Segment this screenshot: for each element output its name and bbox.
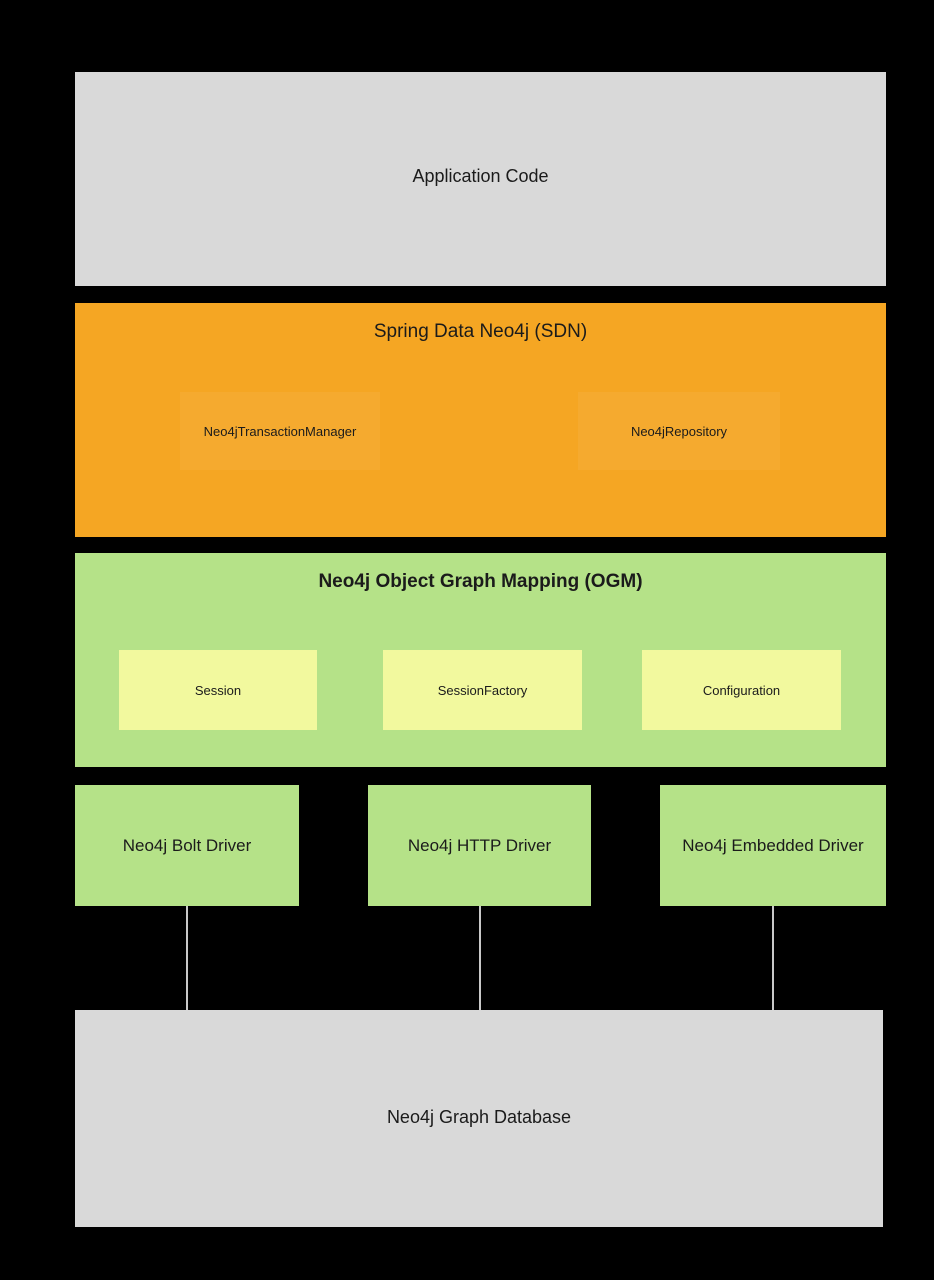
connector-line-http-to-database <box>479 906 481 1011</box>
driver-neo4j-http: Neo4j HTTP Driver <box>368 785 591 906</box>
driver-neo4j-bolt: Neo4j Bolt Driver <box>75 785 299 906</box>
layer-application-code: Application Code <box>75 72 886 286</box>
connector-line-bolt-to-database <box>186 906 188 1011</box>
spring-data-neo4j-label: Spring Data Neo4j (SDN) <box>373 321 588 342</box>
ogm-component-configuration: Configuration <box>642 650 841 730</box>
layer-neo4j-graph-database: Neo4j Graph Database <box>75 1010 883 1227</box>
layer-neo4j-ogm: Neo4j Object Graph Mapping (OGM) Session… <box>75 553 886 767</box>
layer-spring-data-neo4j: Spring Data Neo4j (SDN) Neo4jTransaction… <box>75 303 886 537</box>
ogm-component-session: Session <box>119 650 317 730</box>
sdn-component-neo4j-repository: Neo4jRepository <box>578 392 780 470</box>
neo4j-ogm-label: Neo4j Object Graph Mapping (OGM) <box>318 571 643 592</box>
sdn-component-neo4j-transaction-manager: Neo4jTransactionManager <box>180 392 380 470</box>
neo4j-graph-database-label: Neo4j Graph Database <box>386 1107 572 1127</box>
connector-line-embedded-to-database <box>772 906 774 1011</box>
ogm-component-session-factory: SessionFactory <box>383 650 582 730</box>
driver-neo4j-embedded: Neo4j Embedded Driver <box>660 785 886 906</box>
application-code-label: Application Code <box>412 166 549 186</box>
